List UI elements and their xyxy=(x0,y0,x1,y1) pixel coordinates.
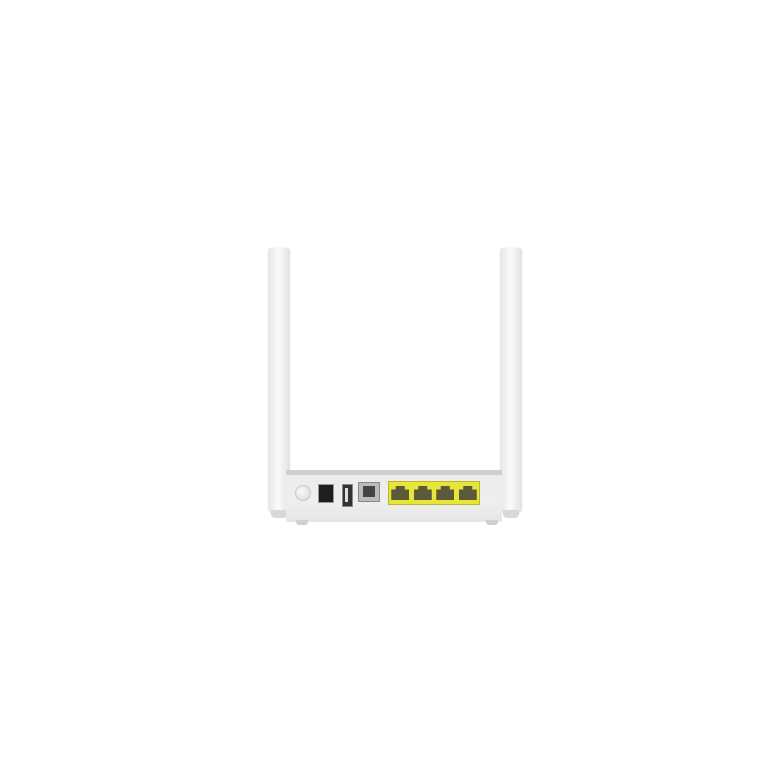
power-button xyxy=(295,485,311,501)
lan-port xyxy=(391,486,410,500)
left-antenna xyxy=(268,248,290,514)
usb-port xyxy=(342,484,353,507)
lan-port xyxy=(413,486,432,500)
phone-port xyxy=(358,482,380,502)
router-top-edge xyxy=(286,470,502,475)
power-jack xyxy=(318,484,334,503)
lan-port xyxy=(458,486,477,500)
router-foot xyxy=(296,520,308,525)
right-antenna xyxy=(500,248,522,514)
right-antenna-base xyxy=(503,510,519,518)
router-foot xyxy=(486,520,498,525)
left-antenna-base xyxy=(271,510,287,518)
lan-port xyxy=(436,486,455,500)
lan-port-block xyxy=(388,481,480,505)
